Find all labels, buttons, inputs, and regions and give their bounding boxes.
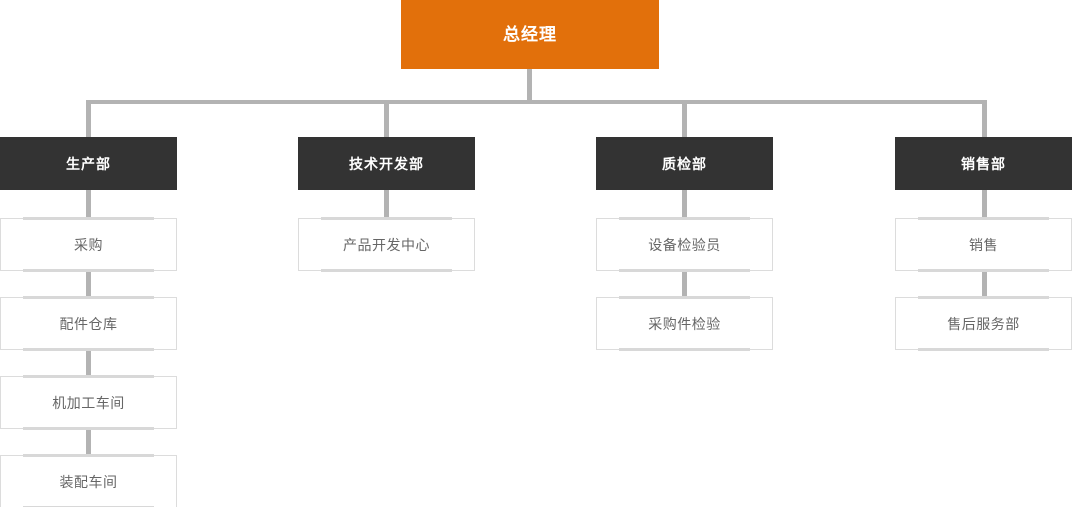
node-leaf-label: 装配车间 (59, 473, 118, 490)
node-dept-label: 生产部 (66, 155, 111, 172)
node-leaf-label: 机加工车间 (52, 394, 125, 411)
connector-col4-seg-1 (982, 190, 987, 219)
node-leaf-equipment-inspector[interactable]: 设备检验员 (596, 217, 773, 272)
node-leaf-label: 售后服务部 (947, 315, 1020, 332)
connector-col3-seg-2 (682, 271, 687, 298)
node-dept-quality-inspection[interactable]: 质检部 (596, 137, 773, 190)
node-dept-label: 技术开发部 (349, 155, 424, 172)
connector-bus-to-dept-3 (682, 100, 687, 137)
node-leaf-parts-warehouse[interactable]: 配件仓库 (0, 296, 177, 351)
connector-root-stem (527, 69, 532, 102)
connector-col1-seg-3 (86, 350, 91, 377)
connector-bus-to-dept-2 (384, 100, 389, 137)
connector-bus-to-dept-1 (86, 100, 91, 137)
node-root-general-manager[interactable]: 总经理 (401, 0, 659, 69)
connector-col4-seg-2 (982, 271, 987, 298)
connector-col2-seg-1 (384, 190, 389, 219)
node-dept-label: 销售部 (961, 155, 1006, 172)
connector-col1-seg-1 (86, 190, 91, 219)
connector-bus-to-dept-4 (982, 100, 987, 137)
node-leaf-after-sales-service[interactable]: 售后服务部 (895, 296, 1072, 351)
node-leaf-assembly-workshop[interactable]: 装配车间 (0, 454, 177, 507)
node-root-label: 总经理 (503, 25, 557, 44)
node-leaf-label: 产品开发中心 (343, 236, 430, 253)
node-leaf-machining-workshop[interactable]: 机加工车间 (0, 375, 177, 430)
connector-col1-seg-4 (86, 429, 91, 456)
node-dept-technology-development[interactable]: 技术开发部 (298, 137, 475, 190)
node-leaf-label: 采购件检验 (648, 315, 721, 332)
node-dept-label: 质检部 (662, 155, 707, 172)
connector-col3-seg-1 (682, 190, 687, 219)
node-dept-production[interactable]: 生产部 (0, 137, 177, 190)
connector-col1-seg-2 (86, 271, 91, 298)
node-leaf-label: 配件仓库 (59, 315, 118, 332)
node-leaf-purchased-parts-inspection[interactable]: 采购件检验 (596, 296, 773, 351)
node-leaf-sales[interactable]: 销售 (895, 217, 1072, 272)
node-leaf-product-development-center[interactable]: 产品开发中心 (298, 217, 475, 272)
node-leaf-label: 采购 (74, 236, 103, 253)
connector-horizontal-bus (86, 100, 986, 104)
node-leaf-purchasing[interactable]: 采购 (0, 217, 177, 272)
node-dept-sales[interactable]: 销售部 (895, 137, 1072, 190)
node-leaf-label: 设备检验员 (648, 236, 721, 253)
node-leaf-label: 销售 (969, 236, 998, 253)
